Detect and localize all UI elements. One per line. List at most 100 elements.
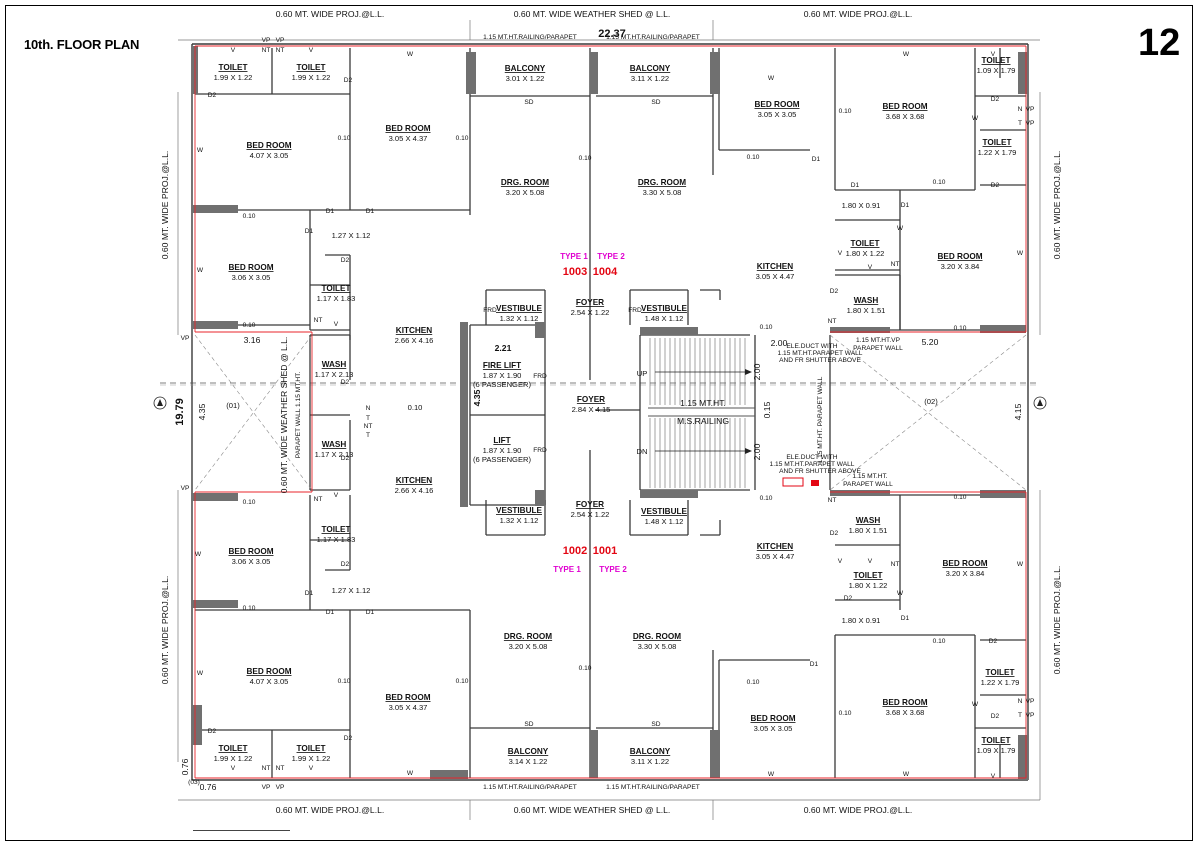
room-dimension: 3.05 X 3.05: [758, 110, 797, 119]
tag-label: D2: [208, 728, 217, 735]
tag-label: V: [868, 558, 873, 565]
tag-label: NT: [314, 496, 323, 503]
room-name: BED ROOM: [937, 252, 982, 261]
room-name: TOILET: [851, 239, 880, 248]
tag-label: D1: [812, 156, 821, 163]
room-dimension: 1.99 X 1.22: [292, 754, 331, 763]
room-dimension: 4.07 X 3.05: [250, 151, 289, 160]
note-text: PARAPET WALL 1.15 MT.HT.: [295, 372, 302, 459]
shaft-label: (02): [924, 397, 938, 406]
tag-label: D2: [344, 77, 353, 84]
room-name: WASH: [854, 296, 879, 305]
column: [1018, 735, 1028, 780]
room-dimension: 3.20 X 5.08: [506, 188, 545, 197]
room-dimension: 3.05 X 3.05: [754, 724, 793, 733]
tag-label: 0.10: [760, 495, 773, 502]
room-note: (6 PASSENGER): [473, 455, 532, 464]
room-name: KITCHEN: [396, 476, 432, 485]
tag-label: VP: [262, 784, 271, 791]
dimension-label: 2.00: [771, 338, 788, 348]
tag-label: 0.10: [338, 135, 351, 142]
tag-label: N: [366, 405, 371, 412]
tag-label: SD: [651, 721, 660, 728]
tag-label: W: [407, 51, 414, 58]
tag-label: 0.10: [243, 499, 256, 506]
room-dimension: 2.66 X 4.16: [395, 336, 434, 345]
tag-label: D2: [991, 96, 1000, 103]
room-name: DRG. ROOM: [633, 632, 681, 641]
room-dimension: 4.07 X 3.05: [250, 677, 289, 686]
note-text: 1.15 MT.HT. PARAPET WALL: [817, 376, 824, 463]
tag-label: NT: [828, 497, 837, 504]
tag-label: W: [897, 225, 904, 232]
tag-label: D2: [341, 257, 350, 264]
stair-down-label: DN: [637, 447, 648, 456]
note-text: 1.15 MT.HT.: [852, 473, 887, 480]
room-dimension: 3.06 X 3.05: [232, 273, 271, 282]
room-dimension: 2.54 X 1.22: [571, 308, 610, 317]
eleduct-marker: [811, 480, 819, 486]
tag-label: NT: [314, 317, 323, 324]
room-dimension: 1.99 X 1.22: [214, 73, 253, 82]
tag-label: 0.10: [839, 710, 852, 717]
unit-number: 1001: [593, 545, 617, 557]
room-name: BED ROOM: [882, 102, 927, 111]
tag-label: D2: [341, 379, 350, 386]
tag-label: T: [1018, 120, 1022, 127]
room-name: FOYER: [576, 500, 604, 509]
column: [830, 490, 890, 496]
projection-label: 0.60 MT. WIDE WEATHER SHED @ L.L.: [514, 9, 671, 19]
arrow-head: [745, 369, 752, 375]
column: [980, 325, 1026, 333]
room-name: VESTIBULE: [641, 507, 687, 516]
dimension-label: 2.00: [752, 443, 762, 460]
note-text: PARAPET WALL: [853, 345, 903, 352]
room-name: BED ROOM: [385, 693, 430, 702]
room-name: BED ROOM: [754, 100, 799, 109]
dimension-label: 1.80 X 0.91: [842, 616, 881, 625]
column: [192, 493, 238, 501]
column: [192, 705, 202, 745]
columns-layer: [192, 46, 1028, 780]
room-name: BED ROOM: [385, 124, 430, 133]
tag-label: 0.10: [747, 679, 760, 686]
column: [535, 490, 545, 506]
projection-label: 0.60 MT. WIDE WEATHER SHED @ L.L.: [279, 337, 289, 494]
note-text: ELE.DUCT WITH: [786, 343, 837, 350]
room-name: WASH: [322, 440, 347, 449]
tag-label: 0.10: [760, 324, 773, 331]
dimension-label: 1.27 X 1.12: [332, 586, 371, 595]
room-name: TOILET: [297, 63, 326, 72]
dimension-label: 0.76: [180, 758, 190, 775]
room-dimension: 1.80 X 1.51: [849, 526, 888, 535]
tag-label: SD: [524, 99, 533, 106]
dimension-label: 1.27 X 1.12: [332, 231, 371, 240]
tag-label: W: [1017, 561, 1024, 568]
tag-label: V: [868, 264, 873, 271]
room-name: BALCONY: [505, 64, 546, 73]
tag-label: V: [991, 51, 996, 58]
tag-label: NT: [364, 423, 373, 430]
tag-label: D1: [305, 228, 314, 235]
projection-label: 0.60 MT. WIDE PROJ.@L.L.: [1052, 151, 1062, 260]
shaft-label: (03): [188, 779, 200, 786]
tag-label: D2: [989, 638, 998, 645]
tag-label: 0.10: [747, 154, 760, 161]
dimension-label: 2.00: [752, 363, 762, 380]
dimension-label: 0.76: [200, 782, 217, 792]
room-note: (6 PASSENGER): [473, 380, 532, 389]
room-name: TOILET: [219, 63, 248, 72]
room-dimension: 2.54 X 1.22: [571, 510, 610, 519]
stair-railing-label: M.S.RAILING: [677, 416, 729, 426]
column: [590, 52, 598, 94]
tag-label: W: [407, 770, 414, 777]
railing-label: 1.15 MT.HT.RAILING/PARAPET: [606, 34, 700, 41]
tag-label: NT: [891, 261, 900, 268]
tag-label: V: [334, 321, 339, 328]
room-name: TOILET: [982, 56, 1011, 65]
unit-number: 1002: [563, 545, 587, 557]
tag-label: D2: [830, 530, 839, 537]
tag-label: W: [903, 771, 910, 778]
room-dimension: 3.01 X 1.22: [506, 74, 545, 83]
